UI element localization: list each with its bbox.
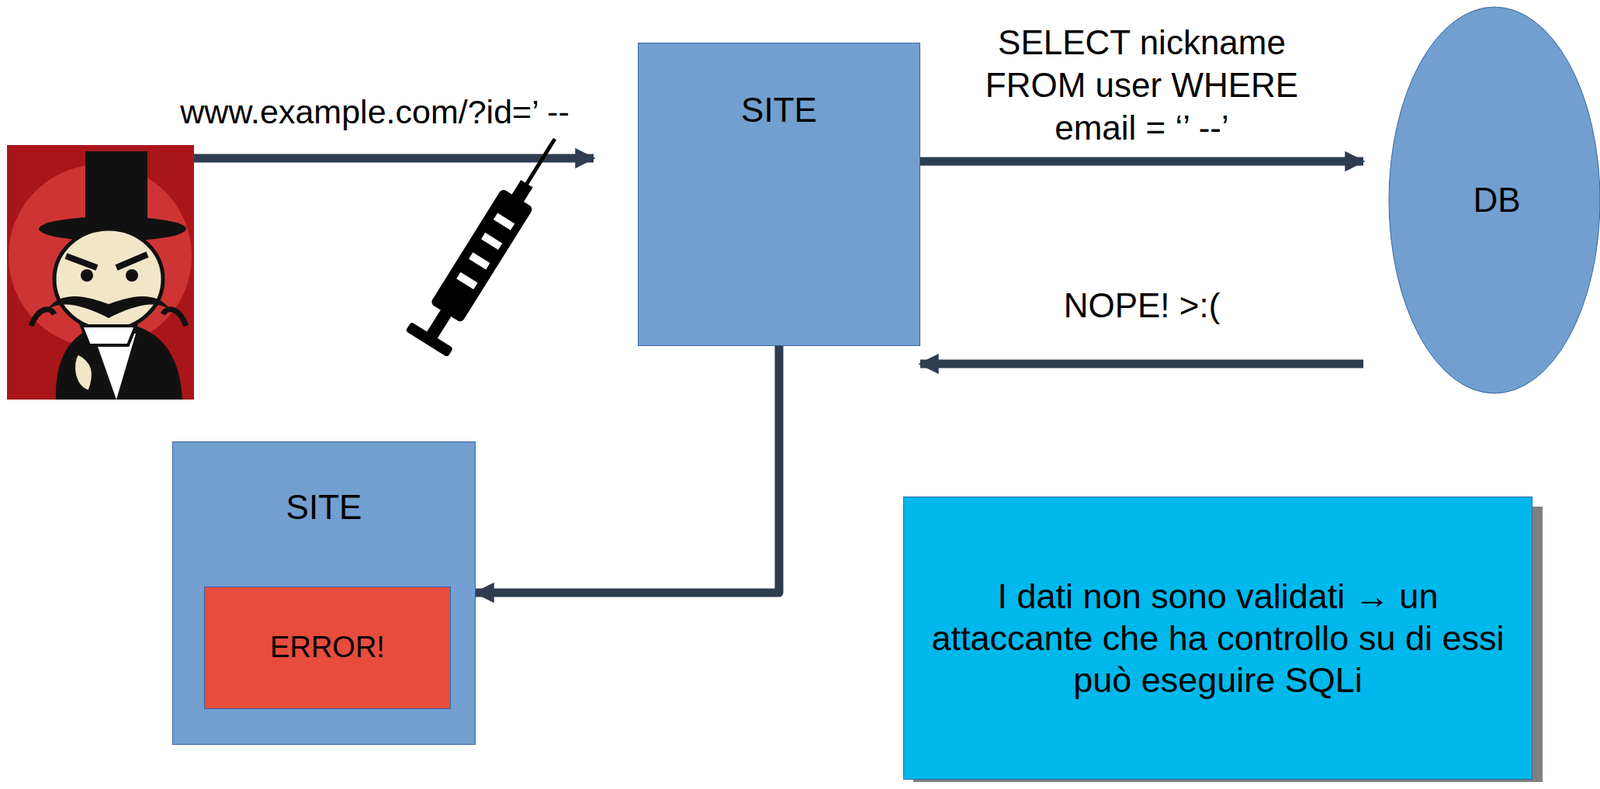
error-box: ERROR! [204,586,451,710]
node-text: I dati non sono validati → un attaccante… [927,575,1509,702]
flow-arrow [475,346,780,593]
database-ellipse: DB [1385,5,1600,395]
node-text: SITE [286,487,363,529]
query-label: SELECT nickname FROM user WHERE email = … [959,20,1325,149]
site-box: SITE [637,42,921,347]
request-arrow [193,154,594,163]
node-text: ERROR! [270,630,385,666]
node-text: DB [1464,180,1521,222]
flow-arrow [920,360,1364,369]
ellipse-shape [1388,6,1600,394]
query-label: NOPE! >:( [959,283,1325,327]
flow-arrow [920,157,1364,167]
url-label: www.example.com/?id=’ -- [180,93,569,132]
node-text: SITE [741,90,818,132]
site-box: SITE ERROR! [172,441,476,745]
syringe-icon [405,125,577,358]
attacker-picture [6,145,194,400]
note-box: I dati non sono validati → un attaccante… [903,496,1533,780]
